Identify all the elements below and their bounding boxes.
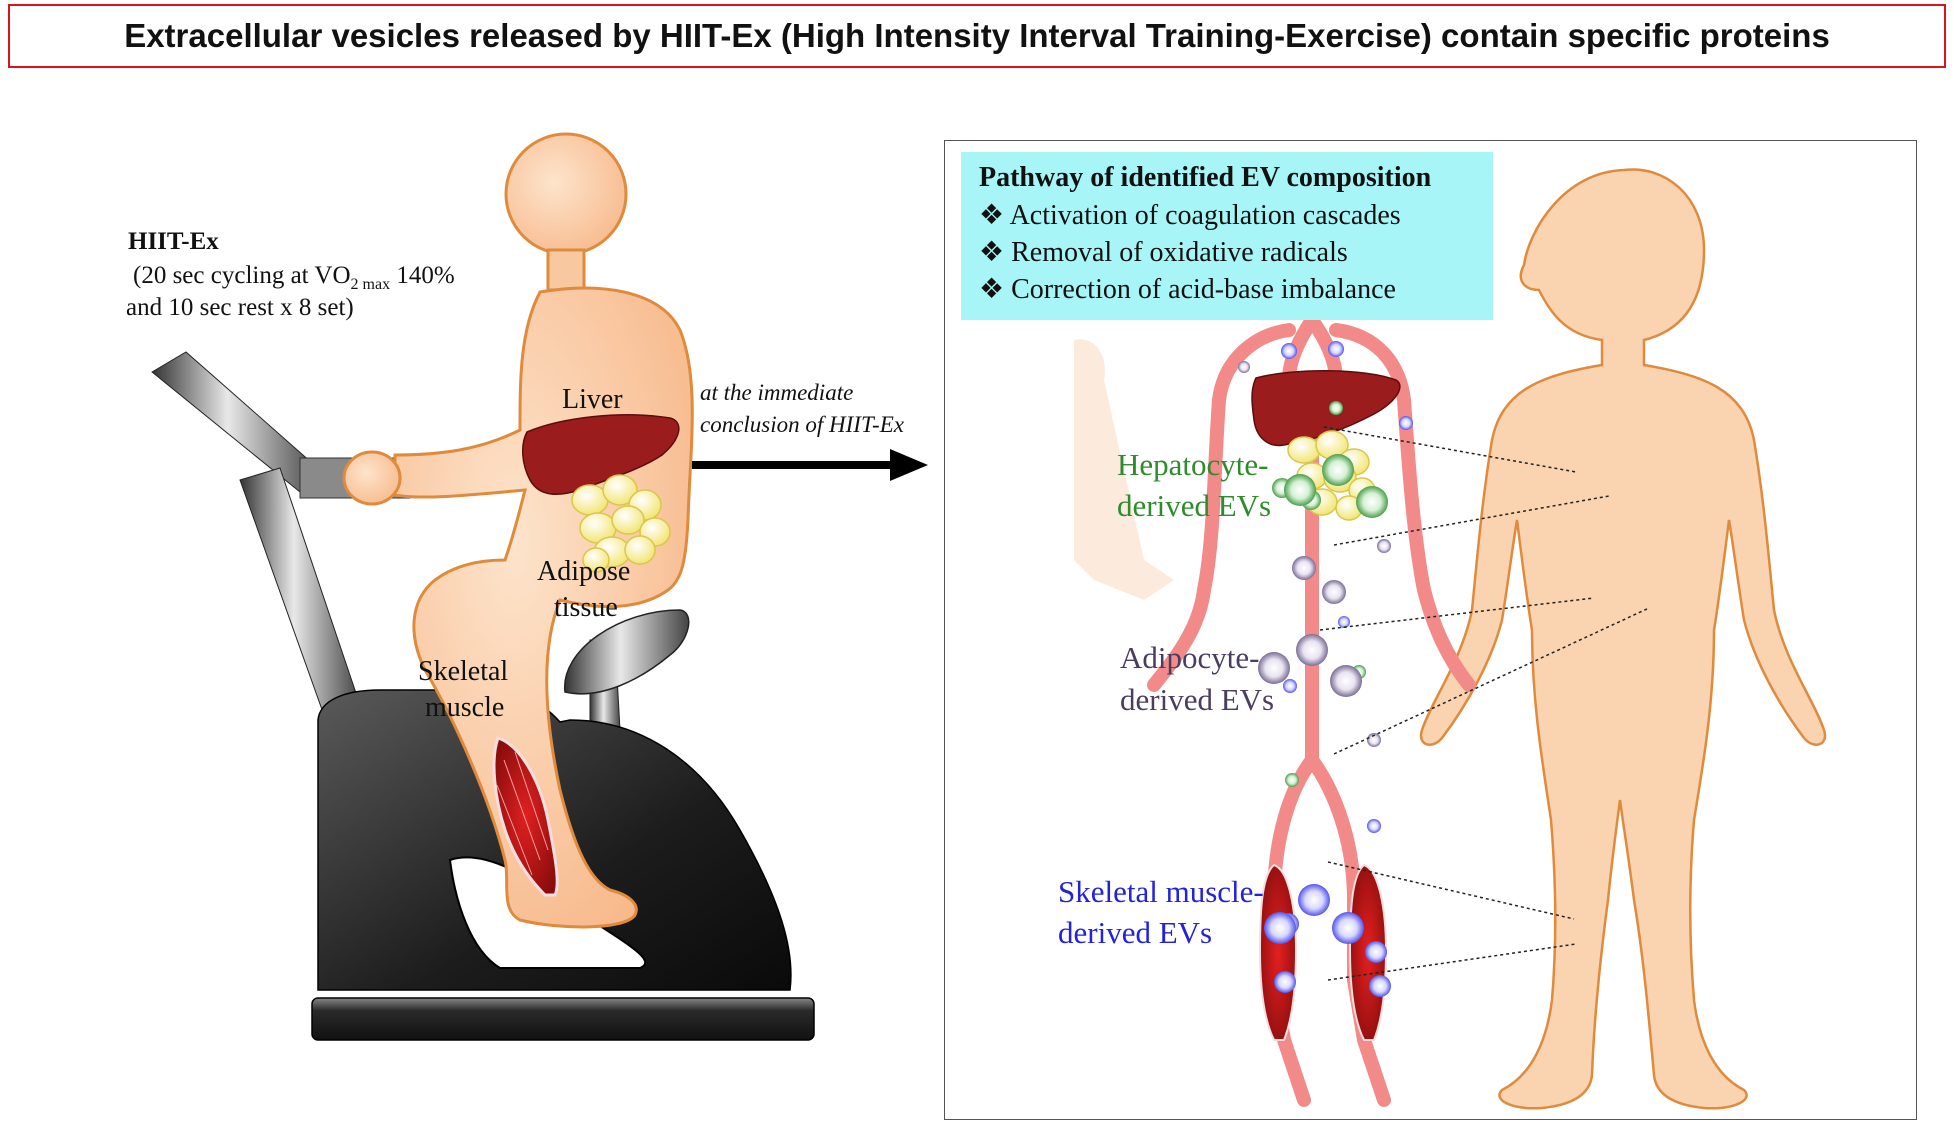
adipocyte-ev-label-1: Adipocyte- [1120,640,1260,675]
transition-arrow [692,449,928,481]
hiit-protocol-line1: (20 sec cycling at VO2 max 140% [133,262,455,293]
cyclist-head [504,132,628,256]
hepatocyte-ev-label-1: Hepatocyte- [1117,447,1269,482]
bike-handlebar [151,351,411,719]
label-muscle-2: muscle [425,692,505,723]
adipocyte-ev-cluster [1258,634,1362,697]
pathway-item: ❖ Removal of oxidative radicals [979,237,1348,268]
adipose-tissue [571,474,671,573]
arrow-caption-line2: conclusion of HIIT-Ex [700,412,904,437]
cyclist-illustration [151,132,815,1041]
bullet-icon: ❖ [979,200,1005,231]
bike-seat [564,609,690,731]
arrow-caption-line1: at the immediate [700,380,854,405]
adipocyte-ev-label-2: derived EVs [1120,682,1275,717]
pathway-item: ❖ Activation of coagulation cascades [979,200,1401,231]
bike-base [311,997,815,1041]
muscle-ev-cluster [1264,884,1364,944]
label-liver: Liver [562,384,623,415]
liver-organ [522,414,680,495]
label-adipose-1: Adipose [537,556,631,587]
pathway-title: Pathway of identified EV composition [979,162,1432,193]
figure-title: Extracellular vesicles released by HIIT-… [8,4,1946,68]
liver-organ-body [1251,370,1401,447]
muscle-ev-label-2: derived EVs [1058,915,1213,950]
pale-arm [1074,339,1174,600]
skeletal-muscle [492,736,559,897]
connector-lines [1319,426,1650,981]
bullet-icon: ❖ [979,274,1005,305]
label-adipose-2: tissue [554,592,618,623]
pathway-box: Pathway of identified EV composition ❖ A… [961,152,1493,320]
muscle-ev-label-1: Skeletal muscle- [1058,874,1264,909]
hepatocyte-ev-cluster [1284,454,1388,518]
hepatocyte-ev-label-2: derived EVs [1117,488,1272,523]
hiit-heading: HIIT-Ex [128,228,219,255]
bullet-icon: ❖ [979,237,1005,268]
hiit-protocol-line2: and 10 sec rest x 8 set) [126,294,354,321]
label-muscle-1: Skeletal [418,656,509,687]
pathway-item: ❖ Correction of acid-base imbalance [979,274,1396,305]
